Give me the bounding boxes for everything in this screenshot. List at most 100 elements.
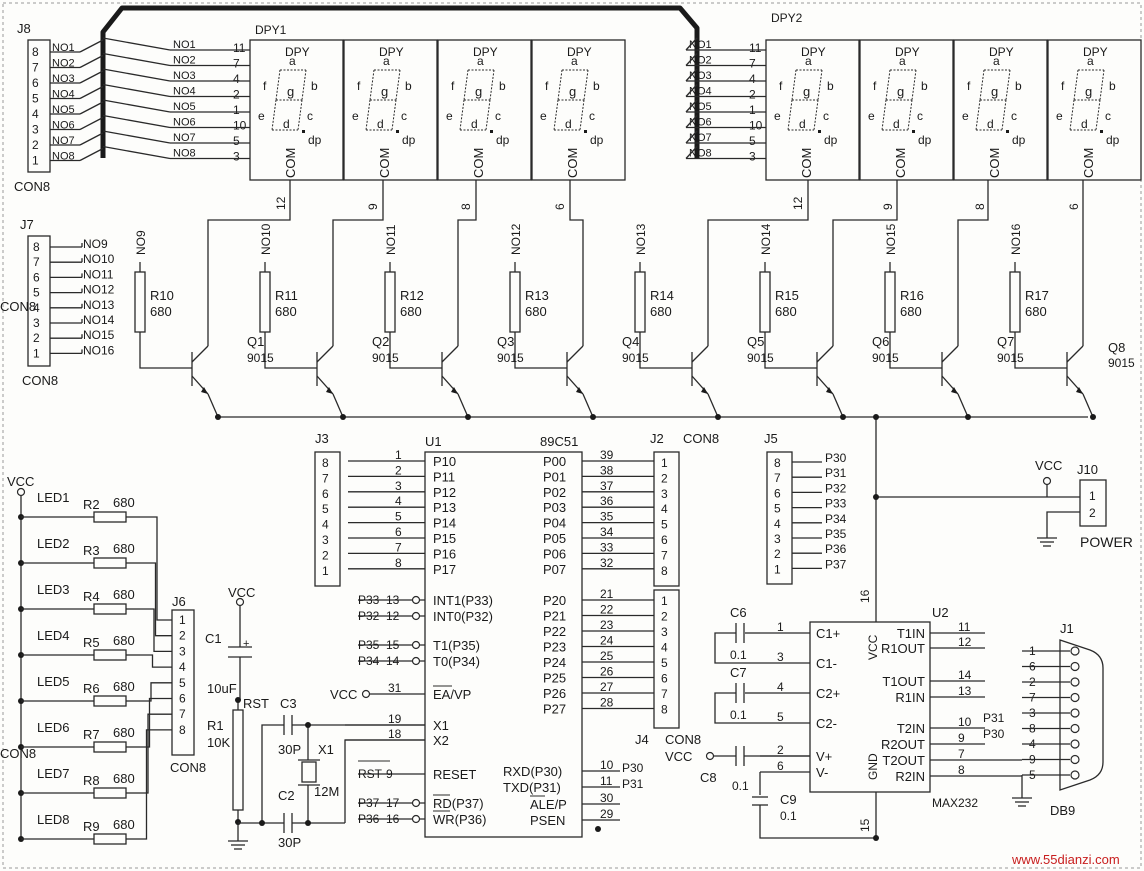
seg-letter-g: g xyxy=(991,84,998,99)
seg-letter-c: c xyxy=(1105,109,1111,123)
segment-e xyxy=(975,99,981,131)
j8-type: CON8 xyxy=(14,179,50,194)
emitter-arrow xyxy=(326,387,333,394)
dpy1-seg-pin: 2 xyxy=(233,88,240,102)
base-wire xyxy=(889,342,942,369)
cap-value: 0.1 xyxy=(730,708,747,722)
seg-letter-g: g xyxy=(569,84,576,99)
u1-body xyxy=(424,451,583,838)
cap-ref: C8 xyxy=(700,770,717,785)
u1-pin-name: P24 xyxy=(543,655,566,670)
dpy2-bus-entry xyxy=(685,115,698,128)
u1-pin-name: P15 xyxy=(433,531,456,546)
segment-b xyxy=(1099,69,1105,101)
led-resistor-body xyxy=(93,603,127,615)
seg-letter-g: g xyxy=(803,84,810,99)
seg-letter-f: f xyxy=(873,79,877,93)
driver-r-value: 680 xyxy=(775,304,797,319)
u1-pin-name: P00 xyxy=(543,454,566,469)
dpy2-seg-pin: 11 xyxy=(749,41,762,55)
x1-junction xyxy=(305,722,311,728)
u1-pin-name: P22 xyxy=(543,624,566,639)
dpy1-bus-entry xyxy=(102,83,171,98)
segment-dp xyxy=(912,130,915,133)
seg-letter-g: g xyxy=(897,84,904,99)
driver-r-ref: R11 xyxy=(275,288,298,303)
led-r-ref: R8 xyxy=(83,773,100,788)
segment-dp xyxy=(302,130,305,133)
segment-b xyxy=(395,69,401,101)
seg-letter-c: c xyxy=(401,109,407,123)
com-pin: 12 xyxy=(791,196,805,210)
emitter-arrow xyxy=(451,387,458,394)
com-pin: 9 xyxy=(366,203,380,210)
c6-return xyxy=(714,632,760,664)
led-label: LED8 xyxy=(37,812,70,827)
transistor-type: 9015 xyxy=(372,351,399,365)
seg-letter-c: c xyxy=(917,109,923,123)
com-label: COM xyxy=(471,148,486,178)
driver-resistor-body xyxy=(1009,271,1021,333)
pin-terminal xyxy=(411,798,421,808)
j6-pin: 6 xyxy=(179,692,186,706)
collector-wire xyxy=(832,180,898,346)
seg-letter-b: b xyxy=(311,79,318,93)
transistor-type: 9015 xyxy=(497,351,524,365)
digit-name: DPY xyxy=(379,45,404,59)
r1-body xyxy=(232,709,244,811)
j8-pin-number: 1 xyxy=(32,154,39,168)
led-r-ref: R3 xyxy=(83,543,100,558)
com-label: COM xyxy=(377,148,392,178)
dpy2-seg-pin: 5 xyxy=(749,134,756,148)
led-r-ref: R2 xyxy=(83,497,100,512)
segment-b xyxy=(817,69,823,101)
u2-pin-number: 6 xyxy=(777,759,784,773)
base-wire xyxy=(139,342,192,369)
transistor-ref: Q4 xyxy=(622,334,639,349)
emitter-arrow xyxy=(576,387,583,394)
pin-terminal xyxy=(411,595,421,605)
j3-pin: 8 xyxy=(322,456,329,470)
j5-net: P37 xyxy=(825,557,847,571)
u1-pin-number: 29 xyxy=(600,807,614,821)
db9-contact xyxy=(1070,661,1080,672)
segment-e xyxy=(271,99,277,131)
cap-value: 0.1 xyxy=(730,648,747,662)
segment-e xyxy=(365,99,371,131)
u2-pin-number: 14 xyxy=(958,668,972,682)
rst-junction xyxy=(235,697,241,703)
pwr-gnd-wire xyxy=(1046,511,1080,530)
u1-pin-number: 19 xyxy=(388,712,402,726)
segment-f xyxy=(1073,69,1079,101)
seg-letter-c: c xyxy=(823,109,829,123)
segment-f xyxy=(463,69,469,101)
j5-pin: 2 xyxy=(774,547,781,561)
dpy1-seg-pin: 10 xyxy=(233,119,247,133)
j2-pin: 2 xyxy=(661,471,668,485)
j4-pin: 4 xyxy=(661,641,668,655)
u2-part: MAX232 xyxy=(932,796,978,810)
com-pin: 12 xyxy=(274,196,288,210)
j8-bus-entry xyxy=(79,39,104,53)
j8-pin-number: 4 xyxy=(32,107,39,121)
com-pin: 6 xyxy=(1067,203,1081,210)
u1-pin-number: 33 xyxy=(600,540,614,554)
segment-dp xyxy=(818,130,821,133)
dpy2-seg-net: NO4 xyxy=(689,86,712,98)
segment-b xyxy=(489,69,495,101)
u1-pin-name: P01 xyxy=(543,469,566,484)
seg-letter-a: a xyxy=(383,54,390,68)
com-label: COM xyxy=(565,148,580,178)
digit-name: DPY xyxy=(989,45,1014,59)
seg-letter-a: a xyxy=(993,54,1000,68)
dpy1-seg-net: NO7 xyxy=(173,132,196,144)
j4-pin: 5 xyxy=(661,656,668,670)
segment-dp xyxy=(1100,130,1103,133)
driver-r-ref: R10 xyxy=(150,288,174,303)
j8-bus-entry xyxy=(79,85,104,100)
j8-net-label: NO2 xyxy=(52,58,75,70)
led-label: LED2 xyxy=(37,536,70,551)
dpy2-seg-pin: 3 xyxy=(749,150,756,164)
